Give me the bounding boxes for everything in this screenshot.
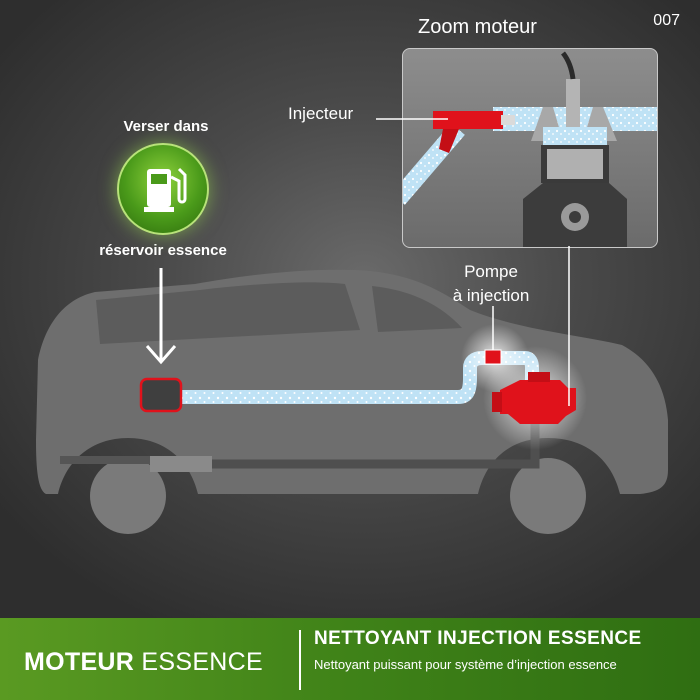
- pour-label-bottom: réservoir essence: [99, 242, 227, 259]
- product-title: NETTOYANT INJECTION ESSENCE: [314, 628, 642, 649]
- engine-cutaway-illustration: [403, 51, 657, 247]
- injector-body: [433, 111, 503, 129]
- pump-label-line2: à injection: [452, 286, 530, 305]
- product-subtitle: Nettoyant puissant pour système d’inject…: [314, 657, 617, 672]
- engine-type-light: ESSENCE: [141, 648, 263, 676]
- pump-label-line1: Pompe: [464, 262, 518, 281]
- spark-plug: [566, 79, 580, 127]
- engine-zoom-panel: [402, 48, 658, 248]
- banner-divider: [299, 630, 301, 690]
- zoom-title: Zoom moteur: [418, 16, 537, 38]
- image-code: 007: [653, 12, 680, 29]
- product-banner: MOTEUR ESSENCE NETTOYANT INJECTION ESSEN…: [0, 618, 700, 700]
- fuel-tank: [139, 377, 183, 413]
- catalytic-converter: [150, 456, 212, 472]
- down-arrow-icon: [145, 268, 177, 365]
- injection-pump: [484, 349, 502, 365]
- front-wheel: [510, 458, 586, 534]
- pump-label: Pompe à injection: [430, 260, 552, 308]
- rear-wheel: [90, 458, 166, 534]
- fuel-pump-icon: [117, 143, 209, 235]
- engine-type-bold: MOTEUR: [24, 648, 135, 676]
- pour-label-top: Verser dans: [123, 118, 209, 135]
- engine-type-title: MOTEUR ESSENCE: [24, 648, 263, 677]
- piston: [547, 149, 603, 179]
- injector-label: Injecteur: [288, 104, 354, 123]
- engine-block: [500, 380, 576, 424]
